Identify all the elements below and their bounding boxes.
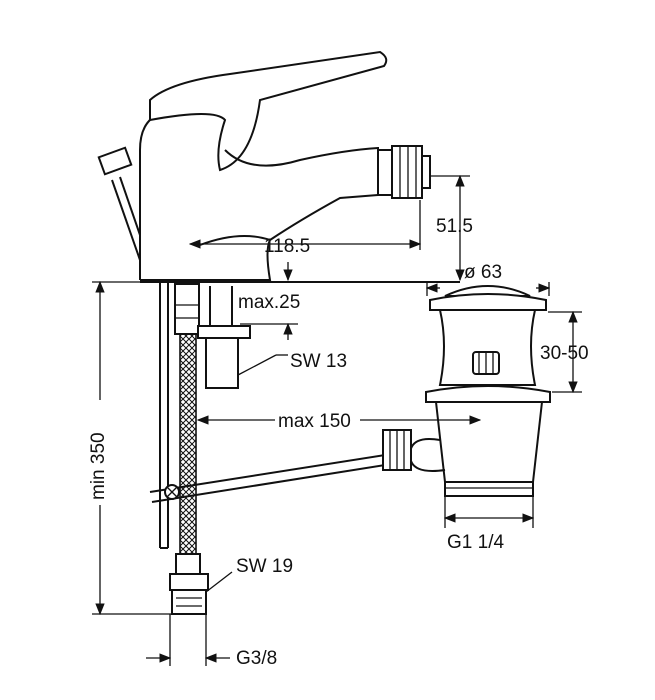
dim-spout-height: 51.5: [436, 216, 473, 237]
dim-min-height: min 350: [88, 432, 109, 500]
dim-waste-range: 30-50: [540, 343, 589, 364]
mounting-stud: [174, 283, 251, 389]
dim-waste-reach: max 150: [278, 411, 351, 432]
dim-hose-thread: G3/8: [236, 648, 277, 669]
dim-hose-nut: SW 19: [236, 556, 293, 577]
dim-lines: [92, 174, 582, 666]
dim-nut-size: SW 13: [290, 351, 347, 372]
popup-knob: [97, 146, 141, 261]
pop-up-rod: [159, 282, 169, 549]
braided-hose: [169, 333, 209, 615]
faucet-body: [139, 50, 388, 281]
dim-waste-diameter: ø 63: [464, 262, 502, 283]
dim-deck-max: max.25: [238, 292, 300, 313]
aerator: [377, 145, 431, 199]
waste-fitting: [382, 285, 551, 497]
lift-rod: [149, 454, 386, 503]
dim-waste-thread: G1 1/4: [447, 532, 504, 553]
dim-spout-reach: 118.5: [264, 236, 310, 257]
